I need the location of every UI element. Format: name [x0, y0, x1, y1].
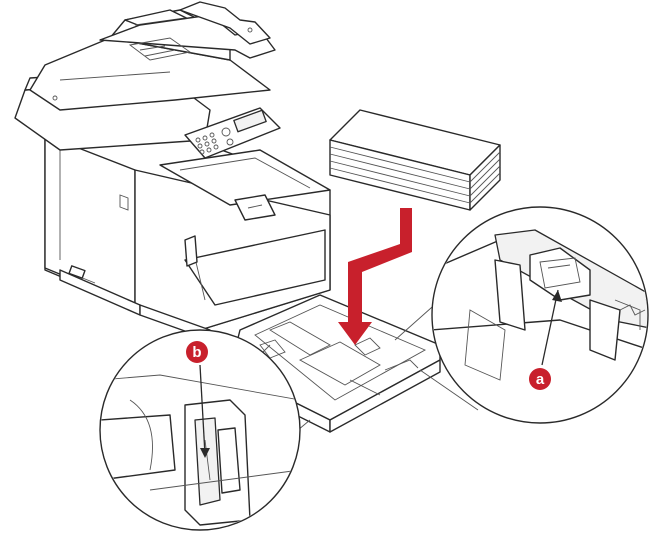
- detail-callout-a: a: [394, 206, 649, 424]
- scanner-unit: [14, 1, 276, 151]
- printer-body: [44, 119, 331, 341]
- detail-callout-b: b: [99, 329, 311, 531]
- callout-a-label: a: [536, 371, 545, 388]
- callout-b-badge: [186, 341, 208, 363]
- control-panel: [184, 107, 281, 159]
- paper-stack: [329, 109, 501, 211]
- callout-b-label: b: [192, 344, 201, 361]
- insert-direction-arrow: [338, 208, 412, 345]
- callout-a-badge: [529, 368, 551, 390]
